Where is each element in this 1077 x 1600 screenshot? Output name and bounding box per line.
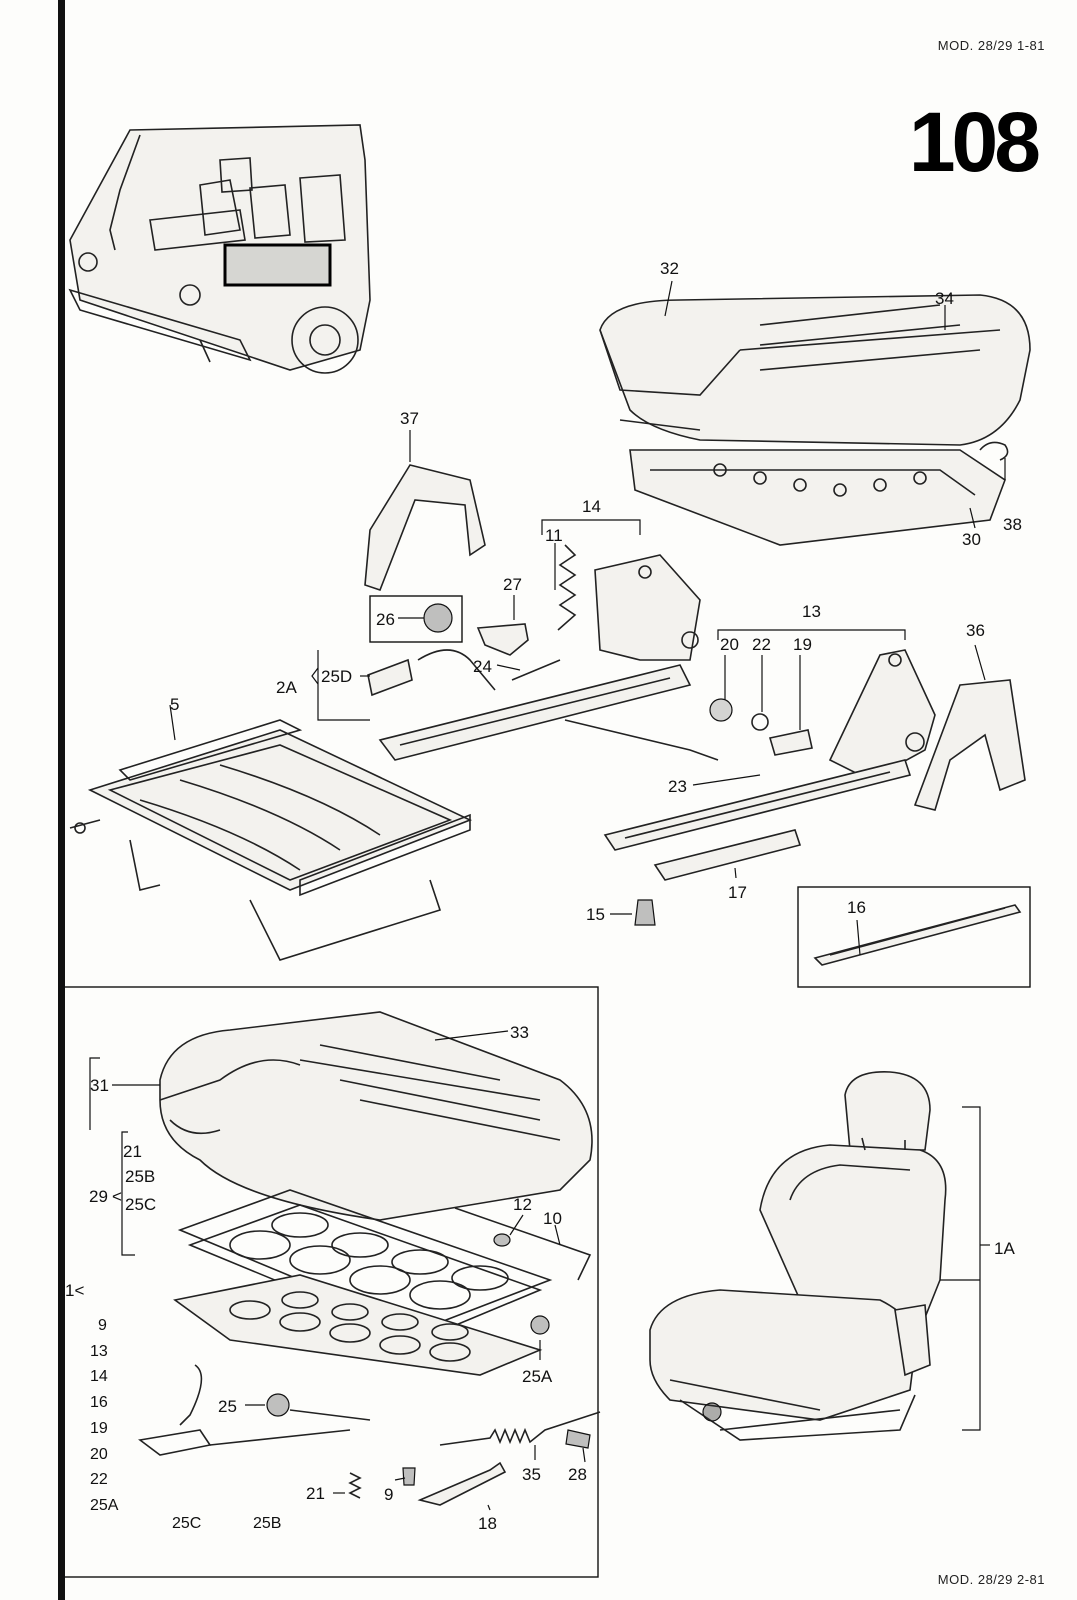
callout-22: 22 — [752, 635, 771, 654]
callout-30: 30 — [962, 530, 981, 549]
callout-29: 29 — [89, 1187, 108, 1206]
model-code-bottom: MOD. 28/29 2-81 — [937, 1572, 1045, 1587]
callout-29-arrow: < — [112, 1187, 122, 1206]
rod-2A — [417, 649, 496, 691]
callout-31: 31 — [90, 1076, 109, 1095]
callout-23: 23 — [668, 777, 687, 796]
spring-35 — [439, 1411, 601, 1446]
screw-9 — [402, 1467, 416, 1486]
bracket-1A — [962, 1106, 981, 1431]
vehicle-cab-illustration — [68, 124, 371, 374]
bracket-14 — [541, 519, 641, 535]
inset-box-16 — [797, 886, 1031, 988]
slide-17 — [653, 829, 802, 881]
kit-item: 16 — [90, 1394, 108, 1411]
kit-item: 25A — [90, 1497, 119, 1514]
callout-36: 36 — [966, 621, 985, 640]
binding-edge — [58, 0, 65, 1600]
kit-item: 14 — [90, 1368, 108, 1385]
callout-35: 35 — [522, 1465, 541, 1484]
callout-12: 12 — [513, 1195, 532, 1214]
callout-37: 37 — [400, 409, 419, 428]
seat-cushion-lower — [159, 1011, 593, 1221]
callout-15: 15 — [586, 905, 605, 924]
bushing-12 — [493, 1233, 511, 1247]
rail-left — [378, 664, 692, 761]
knob-25D — [367, 658, 413, 697]
kit-item: 19 — [90, 1420, 108, 1437]
handle-27 — [476, 623, 529, 656]
callout-labels: 32 34 37 14 11 27 26 2A 25D 24 5 38 30 1… — [89, 259, 1022, 1533]
kit-item: 22 — [90, 1471, 108, 1488]
seat-pan-30 — [629, 449, 1006, 546]
callout-33: 33 — [510, 1023, 529, 1042]
callout-9: 9 — [384, 1485, 393, 1504]
complete-seat-1A — [649, 1071, 947, 1441]
callout-18: 18 — [478, 1514, 497, 1533]
callout-34: 34 — [935, 289, 954, 308]
callout-25C: 25C — [125, 1195, 156, 1214]
clip-38 — [979, 441, 1009, 461]
callout-28: 28 — [568, 1465, 587, 1484]
kit-list-header: 1< — [65, 1281, 84, 1300]
cross-bar — [564, 719, 719, 761]
callout-26: 26 — [376, 610, 395, 629]
side-trim-37 — [364, 464, 486, 591]
spring-21 — [348, 1472, 362, 1499]
model-code-top: MOD. 28/29 1-81 — [937, 38, 1045, 53]
callout-5: 5 — [170, 695, 179, 714]
kit-item: 20 — [90, 1446, 108, 1463]
hinge-plate-14 — [594, 554, 701, 661]
callout-24: 24 — [473, 657, 492, 676]
callout-25D: 25D — [321, 667, 352, 686]
callout-25A: 25A — [522, 1367, 553, 1386]
knob-25 — [266, 1393, 290, 1417]
hinge-plate-13 — [828, 649, 936, 781]
side-trim-36 — [913, 679, 1026, 811]
callout-17: 17 — [728, 883, 747, 902]
seat-cushion-inset — [59, 986, 599, 1578]
bracket-2A — [317, 650, 370, 721]
kit-item: 25C — [172, 1515, 201, 1532]
kit-item: 9 — [98, 1317, 107, 1334]
callout-1A: 1A — [994, 1239, 1015, 1258]
seat-pan-lower — [173, 1274, 543, 1376]
seat-frame-5 — [69, 719, 473, 961]
bolt-28 — [565, 1429, 591, 1449]
leader-lines — [112, 280, 1006, 1511]
bracket-19 — [768, 729, 813, 756]
knob-25A — [530, 1315, 550, 1335]
callout-2A: 2A — [276, 678, 297, 697]
callout-21b: 21 — [306, 1484, 325, 1503]
callout-32: 32 — [660, 259, 679, 278]
callout-14: 14 — [582, 497, 601, 516]
callout-20: 20 — [720, 635, 739, 654]
callout-25B: 25B — [125, 1167, 155, 1186]
kit-item: 13 — [90, 1343, 108, 1360]
bushing-20 — [709, 698, 733, 722]
lever-18 — [417, 1461, 507, 1506]
callout-10: 10 — [543, 1209, 562, 1228]
page-number: 108 — [908, 95, 1041, 189]
callout-38: 38 — [1003, 515, 1022, 534]
callout-13: 13 — [802, 602, 821, 621]
bracket-29-top — [89, 1057, 100, 1130]
kit-item: 25B — [253, 1515, 281, 1532]
kit-list: 1< 9 13 14 16 19 20 22 25A 25C 25B — [65, 1281, 281, 1532]
bracket-13 — [717, 629, 906, 640]
spring-11 — [557, 544, 577, 631]
callout-11: 11 — [545, 526, 563, 545]
rod-10 — [454, 1207, 592, 1281]
seat-cushion-upper — [599, 294, 1031, 446]
callout-25: 25 — [218, 1397, 237, 1416]
callout-27: 27 — [503, 575, 522, 594]
callout-16: 16 — [847, 898, 866, 917]
washer-22 — [751, 713, 769, 731]
knob-26 — [369, 595, 463, 643]
callout-19: 19 — [793, 635, 812, 654]
callout-21: 21 — [123, 1142, 142, 1161]
screw-15 — [634, 899, 656, 926]
